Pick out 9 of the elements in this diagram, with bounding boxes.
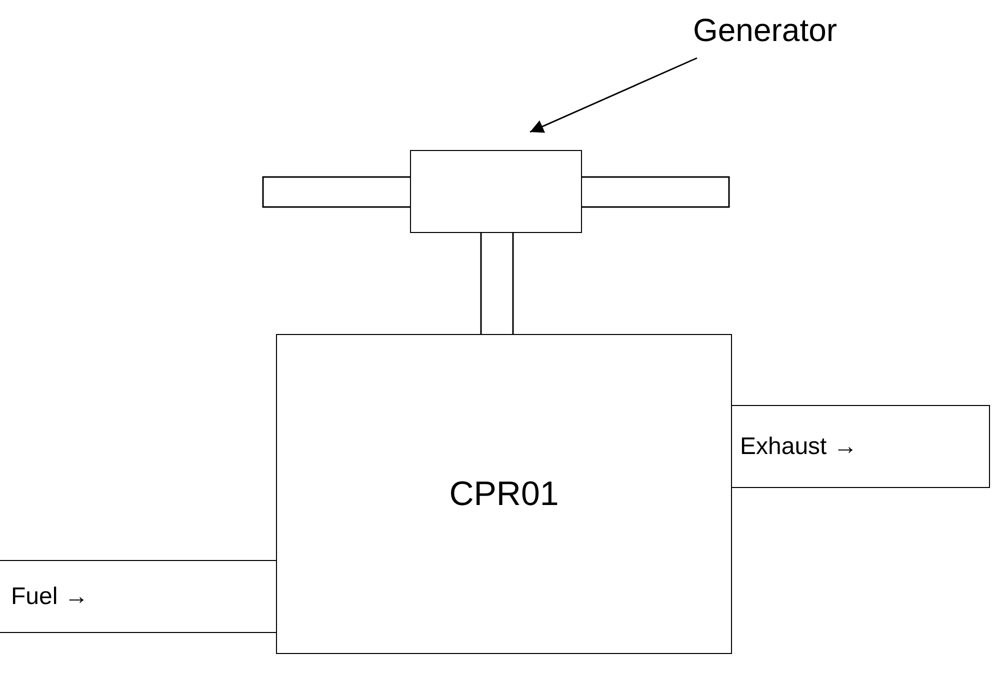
box-label: CPR01 <box>449 474 559 514</box>
inlet-pipe-box <box>0 560 277 633</box>
engine-box <box>276 334 732 654</box>
generator-box <box>410 150 582 233</box>
box-label: Fuel → <box>11 582 88 610</box>
outlet-pipe-box <box>731 405 990 488</box>
callout-label: Generator <box>640 2 890 58</box>
leader-line <box>530 57 698 133</box>
box-label: Exhaust → <box>740 432 858 460</box>
